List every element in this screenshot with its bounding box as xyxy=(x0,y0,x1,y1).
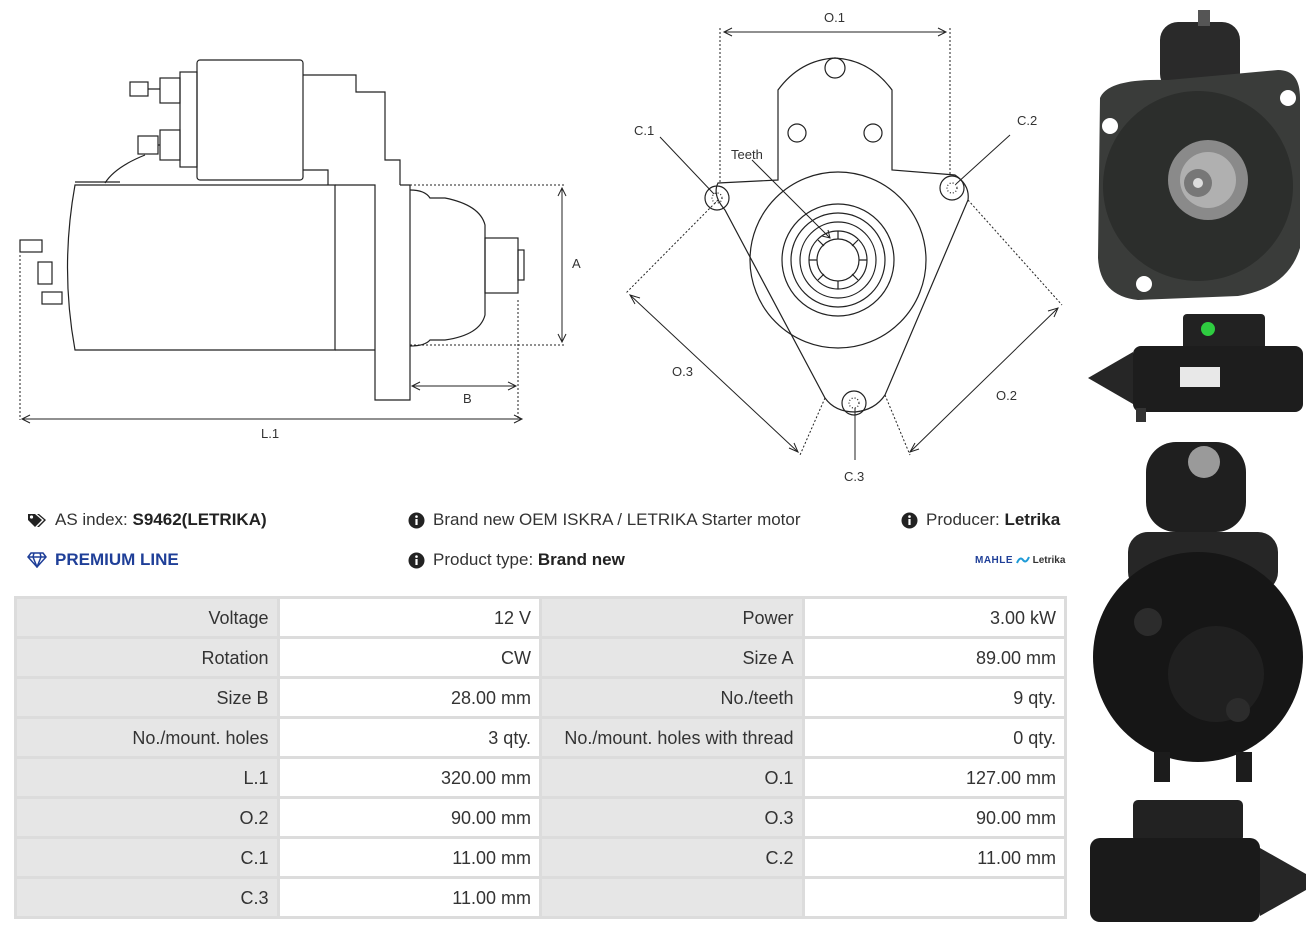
dim-label-o1: O.1 xyxy=(824,10,845,25)
spec-label: Size A xyxy=(542,639,802,676)
dim-label-c2: C.2 xyxy=(1017,113,1037,128)
spec-label: No./mount. holes xyxy=(17,719,277,756)
front-view-drawing: O.1 C.1 C.2 Teeth O.3 O.2 C.3 xyxy=(625,10,1063,484)
dim-label-teeth: Teeth xyxy=(731,147,763,162)
table-row: L.1 320.00 mm O.1 127.00 mm xyxy=(17,759,1064,796)
table-row: Size B 28.00 mm No./teeth 9 qty. xyxy=(17,679,1064,716)
spec-label: No./teeth xyxy=(542,679,802,716)
description-row: Brand new OEM ISKRA / LETRIKA Starter mo… xyxy=(408,510,801,530)
producer-label: Producer: xyxy=(926,510,1000,529)
spec-label: C.1 xyxy=(17,839,277,876)
dim-label-c3: C.3 xyxy=(844,469,864,484)
tag-icon xyxy=(28,514,46,527)
premium-line-badge: PREMIUM LINE xyxy=(27,550,179,570)
logo-mahle-text: MAHLE xyxy=(975,555,1014,566)
product-photo-front-flange xyxy=(1098,10,1300,300)
table-row: C.1 11.00 mm C.2 11.00 mm xyxy=(17,839,1064,876)
product-type-label: Product type: xyxy=(433,550,534,569)
spec-table: Voltage 12 V Power 3.00 kW Rotation CW S… xyxy=(14,596,1067,919)
side-view-drawing: A B L.1 xyxy=(19,59,581,441)
spec-label: O.3 xyxy=(542,799,802,836)
spec-value: 0 qty. xyxy=(804,719,1064,756)
spec-value: CW xyxy=(279,639,539,676)
spec-value: 3.00 kW xyxy=(804,599,1064,636)
dim-label-o2: O.2 xyxy=(996,388,1017,403)
spec-label: O.2 xyxy=(17,799,277,836)
spec-value: 320.00 mm xyxy=(279,759,539,796)
dim-label-l1: L.1 xyxy=(261,426,279,441)
product-type-row: Product type: Brand new xyxy=(408,550,625,570)
spec-value: 11.00 mm xyxy=(279,879,539,916)
spec-value: 11.00 mm xyxy=(804,839,1064,876)
table-row: O.2 90.00 mm O.3 90.00 mm xyxy=(17,799,1064,836)
spec-label: Rotation xyxy=(17,639,277,676)
info-icon xyxy=(901,512,918,528)
spec-value: 90.00 mm xyxy=(279,799,539,836)
spec-label: Size B xyxy=(17,679,277,716)
dim-label-c1: C.1 xyxy=(634,123,654,138)
table-row: No./mount. holes 3 qty. No./mount. holes… xyxy=(17,719,1064,756)
info-icon xyxy=(408,552,425,568)
as-index-value: S9462(LETRIKA) xyxy=(132,510,267,529)
logo-letrika-text: Letrika xyxy=(1032,555,1066,566)
table-row: Voltage 12 V Power 3.00 kW xyxy=(17,599,1064,636)
dim-label-o3: O.3 xyxy=(672,364,693,379)
spec-value: 127.00 mm xyxy=(804,759,1064,796)
producer-row: Producer: Letrika xyxy=(901,510,1060,530)
mahle-letrika-logo: MAHLE Letrika xyxy=(975,555,1065,566)
logo-wave-icon xyxy=(1015,556,1030,564)
table-row: C.3 11.00 mm xyxy=(17,879,1064,916)
spec-value xyxy=(804,879,1064,916)
spec-label: C.2 xyxy=(542,839,802,876)
product-type-value: Brand new xyxy=(537,550,625,569)
spec-label: Power xyxy=(542,599,802,636)
as-index-label: AS index: xyxy=(55,510,128,529)
spec-value: 28.00 mm xyxy=(279,679,539,716)
spec-label: C.3 xyxy=(17,879,277,916)
info-icon xyxy=(408,512,425,528)
spec-value: 90.00 mm xyxy=(804,799,1064,836)
spec-value: 3 qty. xyxy=(279,719,539,756)
product-description: Brand new OEM ISKRA / LETRIKA Starter mo… xyxy=(433,510,801,529)
spec-label: L.1 xyxy=(17,759,277,796)
as-index-row: AS index: S9462(LETRIKA) xyxy=(27,510,267,530)
spec-value: 11.00 mm xyxy=(279,839,539,876)
dim-label-a: A xyxy=(572,256,581,271)
dim-label-b: B xyxy=(463,391,472,406)
product-photo-side-bottom xyxy=(1090,800,1306,922)
spec-value: 89.00 mm xyxy=(804,639,1064,676)
producer-value: Letrika xyxy=(1004,510,1061,529)
spec-label: O.1 xyxy=(542,759,802,796)
spec-table-body: Voltage 12 V Power 3.00 kW Rotation CW S… xyxy=(17,599,1064,916)
spec-label: No./mount. holes with thread xyxy=(542,719,802,756)
spec-label: Voltage xyxy=(17,599,277,636)
spec-value: 12 V xyxy=(279,599,539,636)
spec-label xyxy=(542,879,802,916)
spec-value: 9 qty. xyxy=(804,679,1064,716)
diamond-icon xyxy=(27,552,47,568)
product-photo-side-small xyxy=(1088,314,1303,422)
product-photo-rear xyxy=(1093,442,1303,782)
table-row: Rotation CW Size A 89.00 mm xyxy=(17,639,1064,676)
premium-line-label: PREMIUM LINE xyxy=(55,550,179,569)
